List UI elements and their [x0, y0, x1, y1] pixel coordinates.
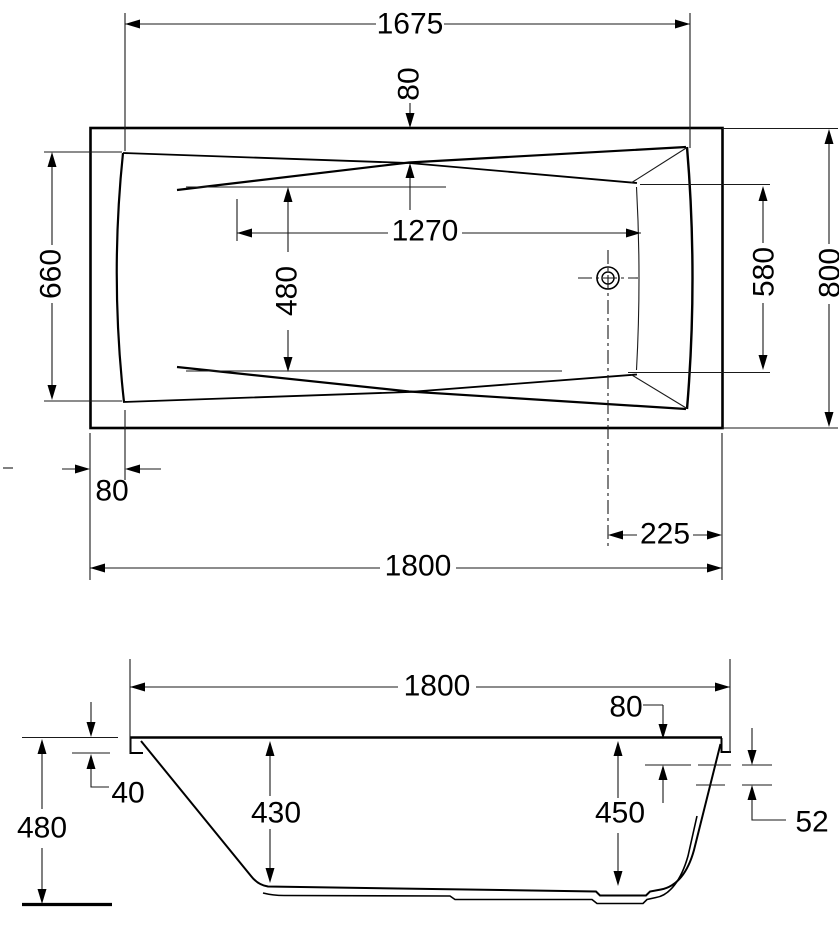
dim-label-overflow-offset: 80 [609, 691, 642, 724]
dim-label-inner-width: 480 [271, 266, 304, 316]
dim-label-rim-inset-top: 80 [393, 67, 426, 100]
dim-rim-inset-top: 80 [393, 67, 426, 210]
dim-label-depth-head-end: 430 [251, 797, 301, 830]
dim-label-overall-length: 1800 [385, 550, 452, 583]
dim-overall-length: 1800 [90, 433, 723, 583]
dim-label-rim-length: 1675 [377, 8, 444, 41]
dim-label-overall-width: 800 [814, 248, 839, 298]
dim-overflow-spacing: 52 [747, 728, 829, 839]
dim-label-drain-offset: 225 [640, 518, 690, 551]
dim-label-head-end-width: 660 [35, 249, 68, 299]
plan-view: 1675 80 1270 480 [3, 8, 839, 583]
tub-inner-outline [186, 147, 688, 409]
drain-symbol [578, 250, 638, 546]
overflow-level-ticks [645, 764, 772, 786]
dim-label-rim-edge-height: 40 [111, 777, 144, 810]
dim-overall-height: 480 [17, 739, 67, 904]
plan-outer-rect [89, 126, 724, 430]
dim-label-foot-end-inner-width: 580 [748, 247, 781, 297]
dim-rim-edge-height: 40 [86, 702, 145, 810]
dim-depth-head-end: 430 [251, 741, 301, 883]
dim-label-depth-foot-end: 450 [595, 797, 645, 830]
dim-rim-inset-left: 80 [3, 410, 161, 580]
dim-drain-offset: 225 [608, 518, 722, 551]
dim-inner-length: 1270 [236, 199, 641, 248]
dim-label-section-overall-length: 1800 [404, 670, 471, 703]
dim-section-overall-length: 1800 [129, 659, 731, 753]
dim-label-inner-length: 1270 [392, 215, 459, 248]
dim-overall-width: 800 [722, 127, 839, 429]
section-view: 1800 480 40 430 450 [17, 659, 829, 907]
dim-label-rim-inset-left: 80 [95, 475, 128, 508]
dim-foot-end-inner-width: 580 [628, 183, 781, 374]
dim-inner-width: 480 [271, 187, 304, 372]
tub-rim-outline [115, 145, 694, 411]
dim-label-overflow-spacing: 52 [795, 806, 828, 839]
dim-rim-length: 1675 [124, 8, 691, 151]
dim-overflow-offset: 80 [609, 691, 668, 803]
dim-label-overall-height: 480 [17, 812, 67, 845]
dim-head-end-width: 660 [35, 151, 122, 402]
section-outline [129, 736, 731, 905]
dim-depth-foot-end: 450 [595, 741, 645, 886]
